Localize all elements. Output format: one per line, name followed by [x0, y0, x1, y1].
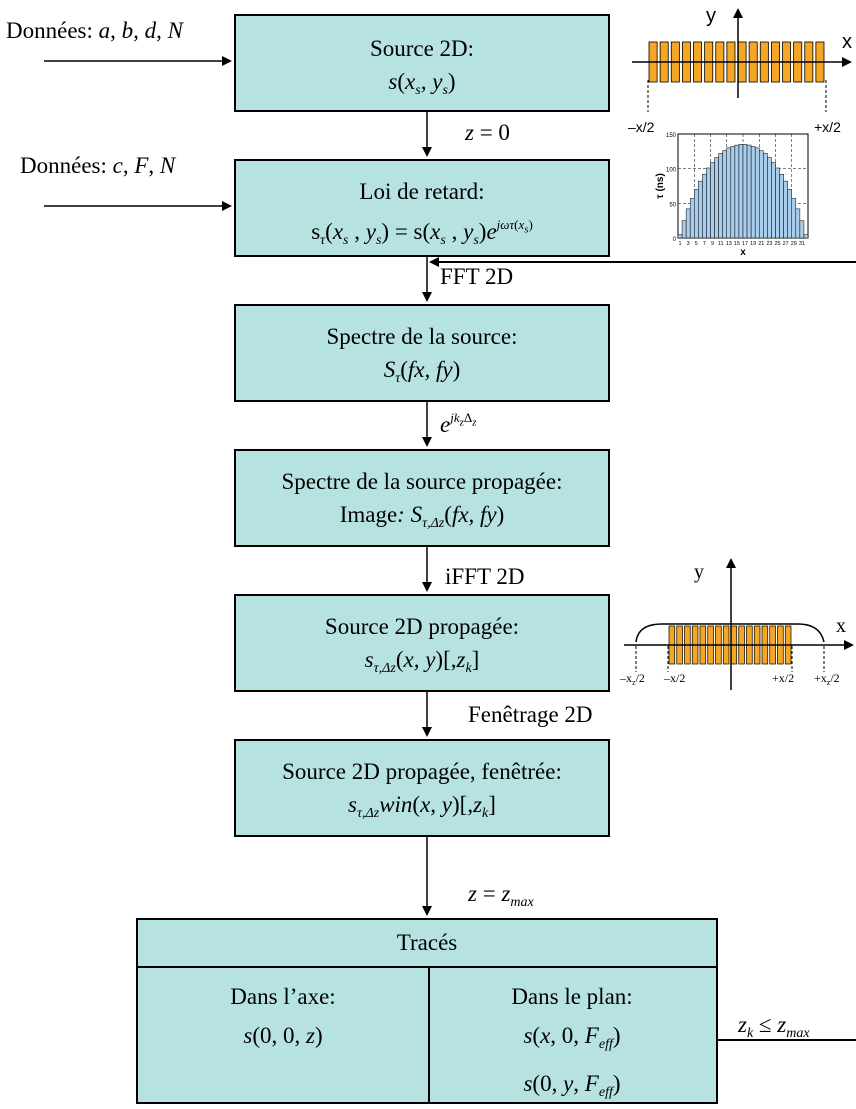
box-formula: sτ,Δz(x, y)[,zk] [364, 647, 480, 676]
box-source-2d: Source 2D: s(xs, ys) [234, 14, 610, 112]
chart3-x-label: x [836, 615, 846, 637]
x-tick-label: 11 [718, 241, 724, 247]
y-tick-label: 100 [666, 168, 677, 174]
label-z0: z = 0 [465, 120, 510, 145]
label-window: Fenêtrage 2D [468, 702, 593, 727]
label-loop: zk ≤ zmax [738, 1012, 810, 1041]
chart3-tick-xz-neg: –xz/2 [619, 671, 645, 687]
chart2-y-label: τ (ns) [655, 173, 666, 199]
traces-axis-formula: s(0, 0, z) [243, 1023, 323, 1048]
chart3-tick-x-neg: –x/2 [663, 671, 685, 685]
chart3-y-label: y [694, 561, 704, 583]
traces-axis-title: Dans l’axe: [230, 984, 336, 1009]
label-exp: ejkzΔz [440, 410, 477, 437]
box-source-propagee: Source 2D propagée: sτ,Δz(x, y)[,zk] [234, 594, 610, 692]
traces-plane-cell: Dans le plan: s(x, 0, Feff) s(0, y, Feff… [428, 966, 716, 1102]
window-envelope [635, 623, 825, 643]
y-tick-label: 0 [673, 237, 677, 243]
y-tick-label: 150 [666, 133, 677, 139]
box-spectre-propagee: Spectre de la source propagée: Image: Sτ… [234, 449, 610, 547]
x-tick-label: 25 [774, 241, 780, 247]
box-title: Source 2D propagée, fenêtrée: [282, 759, 562, 784]
chart1-right-tick: +x/2 [814, 119, 841, 135]
x-tick-label: 19 [750, 241, 756, 247]
box-formula: Sτ(fx, fy) [383, 357, 461, 386]
box-title: Spectre de la source: [326, 324, 518, 349]
box-retard: Loi de retard: sτ(xs , ys) = s(xs , ys)e… [234, 159, 610, 257]
x-tick-label: 21 [758, 241, 764, 247]
x-tick-label: 9 [711, 241, 714, 247]
traces-axis-cell: Dans l’axe: s(0, 0, z) [138, 966, 430, 1102]
delay-bar [799, 220, 805, 239]
x-tick-label: 31 [799, 241, 805, 247]
chart1-y-label: y [706, 5, 716, 27]
box-title: Loi de retard: [359, 179, 485, 204]
x-tick-label: 3 [687, 241, 690, 247]
label-ifft: iFFT 2D [445, 564, 525, 589]
x-tick-label: 15 [734, 241, 740, 247]
x-tick-label: 1 [679, 241, 682, 247]
chart2-x-label: x [740, 247, 746, 258]
x-tick-label: 7 [703, 241, 706, 247]
input-label-middle: Données: c, F, N [20, 153, 176, 178]
box-formula: sτ,Δzwin(x, y)[,zk] [348, 792, 496, 821]
chart3-tick-x-pos: +x/2 [772, 671, 794, 685]
x-tick-label: 29 [791, 241, 797, 247]
box-spectre: Spectre de la source: Sτ(fx, fy) [234, 304, 610, 402]
box-formula: Image: Sτ,Δz(fx, fy) [339, 502, 505, 531]
box-formula: s(xs, ys) [388, 69, 456, 98]
chart1-left-tick: –x/2 [628, 119, 655, 135]
box-source-fenetree: Source 2D propagée, fenêtrée: sτ,Δzwin(x… [234, 739, 610, 837]
label-zmax: z = zmax [468, 881, 534, 910]
chart1-x-label: x [842, 31, 852, 53]
label-fft: FFT 2D [440, 264, 514, 289]
delay-bar [803, 234, 809, 239]
box-title: Source 2D propagée: [324, 614, 520, 639]
box-traces: Tracés Dans l’axe: s(0, 0, z) Dans le pl… [136, 918, 718, 1104]
box-title: Source 2D: [369, 36, 475, 61]
box-formula: sτ(xs , ys) = s(xs , ys)ejωτ(xs) [311, 217, 533, 248]
chart3-tick-xz-pos: +xz/2 [814, 671, 840, 687]
traces-title: Tracés [138, 920, 716, 968]
x-tick-label: 27 [783, 241, 789, 247]
traces-plane-formula-2: s(0, y, Feff) [523, 1071, 621, 1100]
x-tick-label: 23 [766, 241, 772, 247]
traces-plane-title: Dans le plan: [511, 984, 633, 1009]
box-title: Spectre de la source propagée: [281, 469, 563, 494]
traces-plane-formula-1: s(x, 0, Feff) [523, 1023, 621, 1052]
y-tick-label: 50 [669, 202, 676, 208]
x-tick-label: 5 [695, 241, 698, 247]
x-tick-label: 17 [742, 241, 748, 247]
x-tick-label: 13 [726, 241, 732, 247]
